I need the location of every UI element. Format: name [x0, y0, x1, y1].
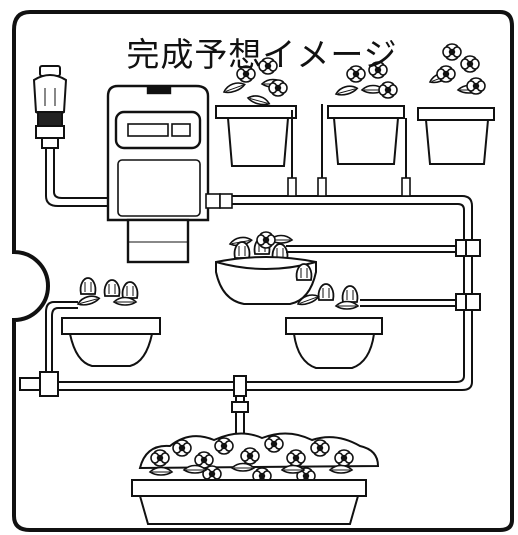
- bowl-planter-lower: [285, 263, 481, 369]
- flower-pot-icon: [417, 107, 495, 165]
- faucet-icon: [32, 65, 68, 149]
- bowl-planter-icon: [61, 317, 161, 367]
- bowl-planter-left: [19, 277, 161, 397]
- bowl-planter-upper: [215, 231, 481, 305]
- long-planter-icon: [131, 479, 367, 525]
- long-planter: [131, 432, 380, 525]
- drop-tube: [231, 375, 249, 440]
- bowl-planter-icon: [215, 256, 317, 305]
- diagram-title: 完成予想イメージ: [126, 35, 398, 74]
- top-pot-1: [215, 57, 297, 197]
- irrigation-controller-icon: [106, 84, 233, 264]
- top-pot-2: [317, 61, 411, 197]
- diagram-frame: [12, 10, 514, 532]
- bowl-planter-icon: [285, 317, 383, 369]
- top-pot-3: [417, 43, 495, 165]
- flower-pot-icon: [327, 105, 405, 165]
- flower-pot-icon: [215, 105, 297, 167]
